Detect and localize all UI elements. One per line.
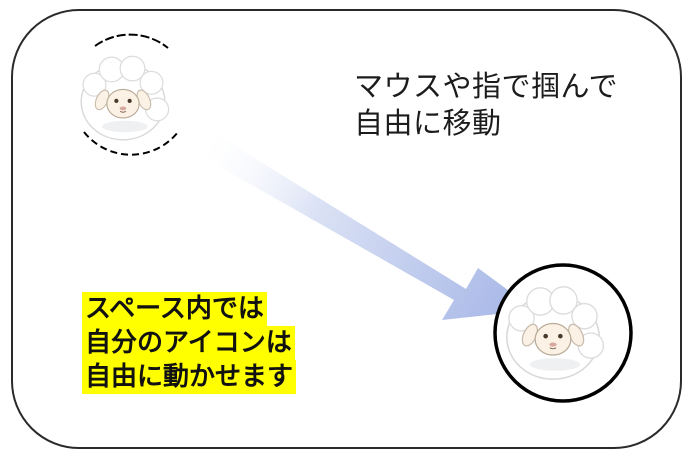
highlighted-note: スペース内では 自分のアイコンは 自由に動かせます [82,292,297,394]
drag-instruction-caption: マウスや指で掴んで 自由に移動 [354,68,618,142]
note-line-3: 自由に動かせます [82,360,297,394]
drag-demo-illustration: マウスや指で掴んで 自由に移動 スペース内では 自分のアイコンは 自由に動かせま… [11,9,682,449]
note-line-1: スペース内では [82,292,267,326]
note-line-2: 自分のアイコンは [82,326,295,360]
caption-line-2: 自由に移動 [354,106,502,140]
caption-line-1: マウスや指で掴んで [354,69,619,103]
sheep-icon-destination[interactable] [493,263,633,403]
sheep-icon[interactable] [71,33,191,156]
illustration-canvas [71,33,633,403]
drag-arrow [183,128,535,320]
